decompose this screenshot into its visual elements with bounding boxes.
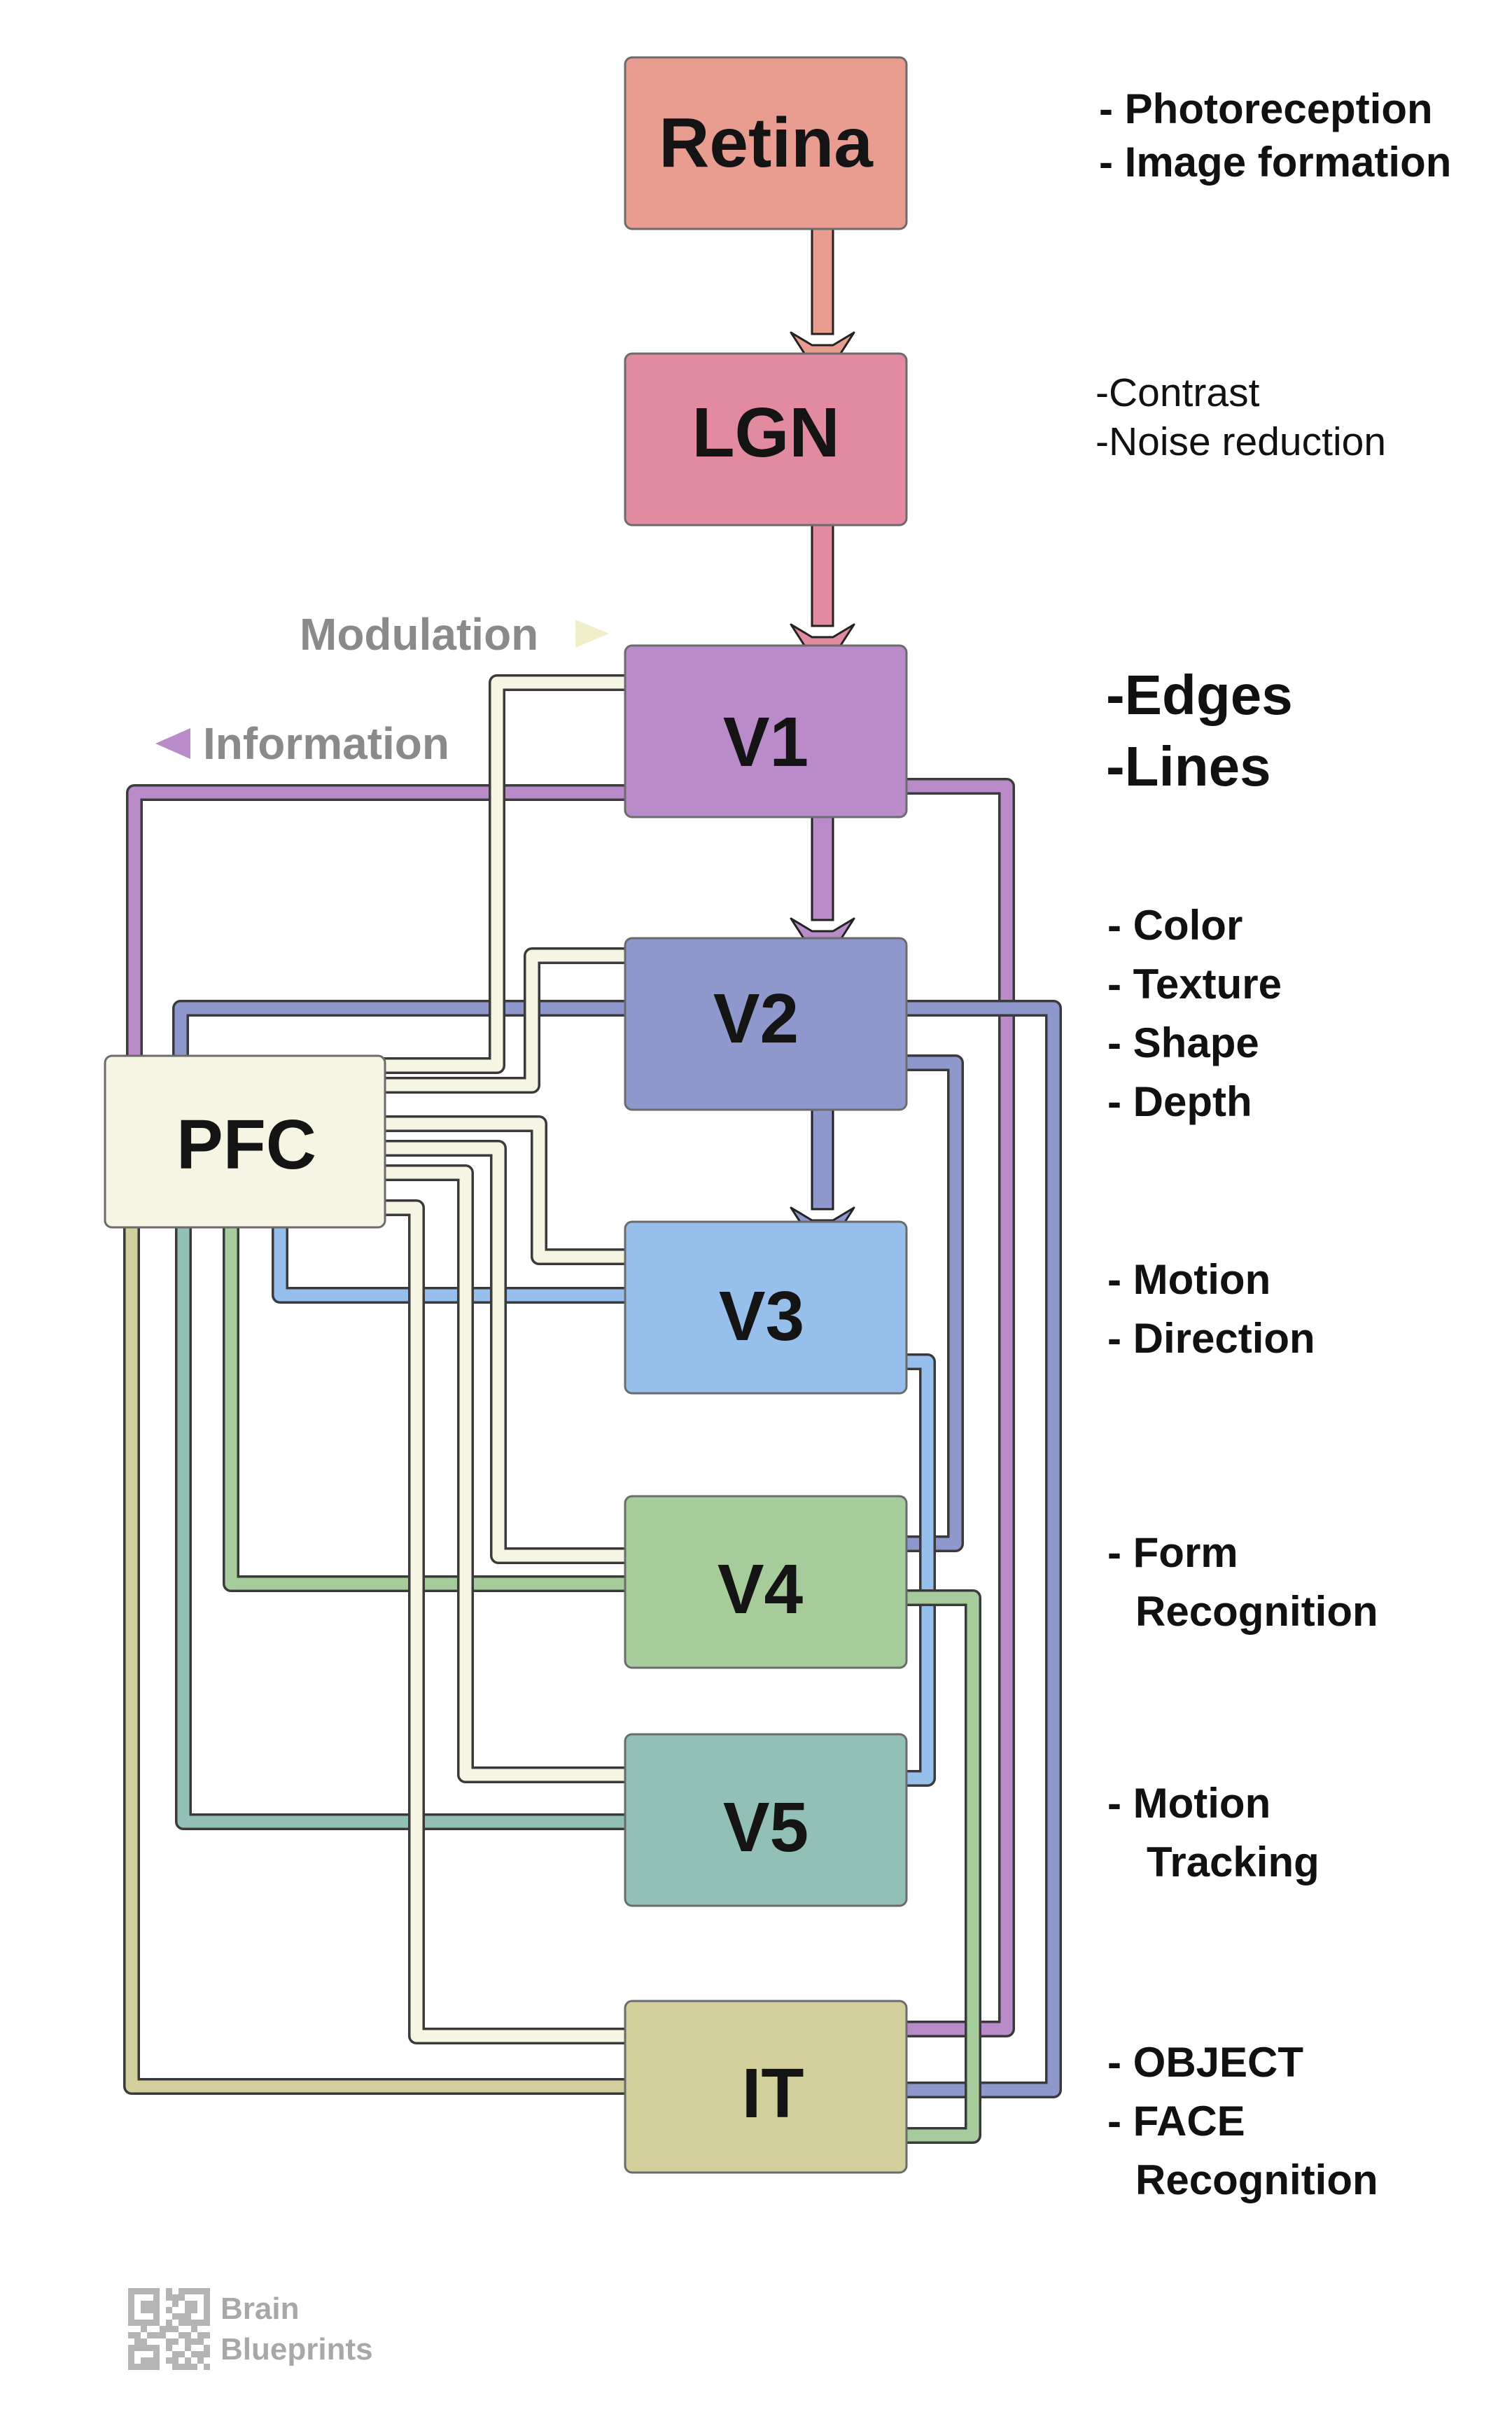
v5-box: V5 <box>624 1733 908 1907</box>
v1-label: V1 <box>723 703 808 781</box>
it-to-pfc-information-line <box>125 1192 647 2093</box>
brand-logo: Brain Blueprints <box>128 2288 373 2370</box>
retina-box: Retina <box>624 56 908 230</box>
v3-desc-2: - Direction <box>1107 1315 1315 1362</box>
v1-desc-1: -Edges <box>1106 664 1293 726</box>
v2-to-it-information-line <box>856 1002 1060 2096</box>
lgn-desc-1: -Contrast <box>1096 370 1260 415</box>
qr-code-icon <box>128 2288 210 2370</box>
v4-box: V4 <box>624 1495 908 1669</box>
legend-modulation-label: Modulation <box>300 609 538 660</box>
v5-desc-1: - Motion <box>1107 1780 1270 1827</box>
pfc-to-v2-modulation-line <box>372 949 654 1092</box>
v1-to-it-information-line <box>856 780 1013 2035</box>
v2-desc-2: - Texture <box>1107 961 1282 1008</box>
v2-to-v4-information-line <box>856 1057 962 1550</box>
v4-label: V4 <box>718 1550 804 1629</box>
pfc-to-v4-modulation-line <box>372 1142 654 1562</box>
v4-to-pfc-information-line <box>225 1192 647 1590</box>
v3-box: V3 <box>624 1220 908 1395</box>
it-desc-1: - OBJECT <box>1107 2039 1303 2086</box>
v5-to-pfc-information-line <box>177 1192 647 1828</box>
retina-desc-1: - Photoreception <box>1099 85 1433 132</box>
retina-desc-2: - Image formation <box>1099 139 1451 186</box>
pfc-label: PFC <box>176 1106 316 1184</box>
v1-to-pfc-information-line <box>128 786 647 1078</box>
brand-line-2: Blueprints <box>220 2332 373 2366</box>
v3-desc-1: - Motion <box>1107 1256 1270 1303</box>
lgn-box: LGN <box>624 352 908 527</box>
v5-desc-2: Tracking <box>1147 1839 1320 1885</box>
lgn-desc-2: -Noise reduction <box>1096 419 1386 464</box>
v2-to-pfc-information-line <box>174 1002 647 1078</box>
retina-label: Retina <box>659 104 874 182</box>
pfc-to-it-modulation-line <box>372 1201 654 2042</box>
modulation-arrow-icon <box>575 620 609 648</box>
pfc-to-v1-modulation-line <box>372 676 654 1072</box>
pfc-to-v5-modulation-line <box>372 1166 654 1781</box>
it-desc-3: Recognition <box>1135 2156 1378 2203</box>
v1-desc-2: -Lines <box>1106 735 1271 797</box>
function-descriptions: - Photoreception - Image formation -Cont… <box>1096 85 1451 2203</box>
v2-label: V2 <box>713 980 799 1058</box>
legend: Modulation Information <box>155 609 609 769</box>
pfc-box: PFC <box>104 1054 386 1229</box>
v4-desc-2: Recognition <box>1135 1588 1378 1635</box>
legend-information-label: Information <box>203 718 449 769</box>
v5-label: V5 <box>723 1788 808 1867</box>
v3-to-pfc-information-line <box>274 1192 647 1302</box>
it-box: IT <box>624 2000 908 2174</box>
pfc-to-v3-modulation-line <box>372 1117 654 1263</box>
v4-to-it-information-line <box>856 1591 979 2142</box>
v4-desc-1: - Form <box>1107 1529 1238 1576</box>
v2-desc-1: - Color <box>1107 902 1242 949</box>
information-arrow-icon <box>155 728 190 759</box>
it-label: IT <box>742 2054 804 2133</box>
connection-lines <box>123 674 1062 2144</box>
v3-label: V3 <box>719 1277 804 1355</box>
v1-box: V1 <box>624 644 908 818</box>
it-desc-2: - FACE <box>1107 2098 1245 2145</box>
brand-line-1: Brain <box>220 2292 299 2326</box>
v2-desc-3: - Shape <box>1107 1019 1259 1066</box>
lgn-label: LGN <box>692 393 839 472</box>
v2-desc-4: - Depth <box>1107 1078 1252 1125</box>
v2-box: V2 <box>624 937 908 1111</box>
